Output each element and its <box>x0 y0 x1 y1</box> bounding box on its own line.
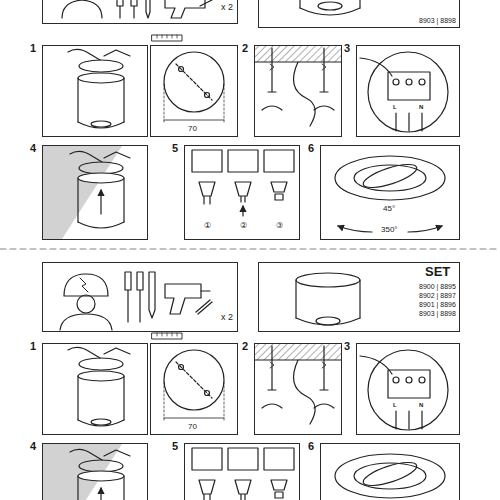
step-panel: 70 <box>150 45 238 137</box>
panel-label: 45° <box>383 205 395 213</box>
step-number: 5 <box>172 441 178 452</box>
step-number: 2 <box>242 43 248 54</box>
step-illustrations <box>43 333 448 500</box>
panel-label: L <box>393 104 397 110</box>
step-panel: 1 <box>42 45 148 137</box>
step-number: 6 <box>308 441 314 452</box>
step-number: 5 <box>172 143 178 154</box>
lamp-product <box>296 273 360 325</box>
step-panel: 5 <box>184 443 300 500</box>
step-number: 1 <box>30 43 36 54</box>
panel-label: x 2 <box>221 313 233 322</box>
panel-label: 8900 | 8895 <box>419 283 456 290</box>
step-panel: SET 8900 | 8895 8902 | 8897 8901 | 8896 8903… <box>258 262 460 332</box>
step-illustrations <box>43 35 448 239</box>
step-number: 2 <box>242 341 248 352</box>
panel-label: 8902 | 8897 <box>419 292 456 299</box>
step-panel: 6 <box>320 443 460 500</box>
tools-icons <box>62 0 212 18</box>
panel-label: 8903 | 8898 <box>419 310 456 317</box>
step-number: 4 <box>30 143 36 154</box>
panel-label: SET <box>425 265 450 278</box>
step-panel: 645°350° <box>320 145 460 240</box>
panel-label: N <box>419 402 423 408</box>
step-panel: 3LN <box>356 343 460 435</box>
step-panel: 8903 | 8898 <box>258 0 460 28</box>
step-number: 3 <box>344 43 350 54</box>
step-panel: 2 <box>254 45 342 137</box>
step-number: 6 <box>308 143 314 154</box>
step-panel: 4 <box>42 145 148 240</box>
panel-label: ③ <box>276 222 283 230</box>
panel-label: L <box>393 402 397 408</box>
tools-icons <box>60 272 212 330</box>
panel-label: ② <box>240 222 247 230</box>
step-panel: 5①②③ <box>184 145 300 240</box>
panel-label: N <box>419 104 423 110</box>
step-panel: 70 <box>150 343 238 435</box>
step-panel: 4 <box>42 443 148 500</box>
panel-label: 8901 | 8896 <box>419 301 456 308</box>
panel-label: 70 <box>188 125 197 133</box>
step-number: 4 <box>30 441 36 452</box>
lamp-product <box>300 0 360 15</box>
step-panel: 3LN <box>356 45 460 137</box>
step-number: 3 <box>344 341 350 352</box>
step-panel: 1 <box>42 343 148 435</box>
step-panel: x 2 <box>42 0 238 24</box>
step-panel: 2 <box>254 343 342 435</box>
panel-label: 70 <box>188 423 197 431</box>
step-panel: x 2 <box>42 262 238 332</box>
panel-label: 350° <box>381 226 398 234</box>
panel-label: x 2 <box>221 3 233 12</box>
step-number: 1 <box>30 341 36 352</box>
panel-label: ① <box>204 222 211 230</box>
cut-line <box>0 248 500 249</box>
panel-label: 8903 | 8898 <box>419 17 456 24</box>
